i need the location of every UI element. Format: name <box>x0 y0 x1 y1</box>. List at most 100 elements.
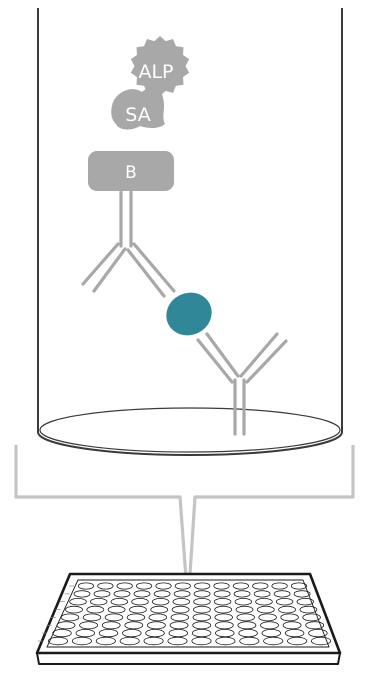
plate-well <box>79 621 98 630</box>
streptavidin: SA <box>111 87 165 130</box>
plate-well <box>192 621 212 630</box>
plate-well <box>143 636 164 646</box>
plate-well <box>124 621 144 630</box>
plate-well <box>260 621 279 630</box>
plate-well <box>73 590 91 598</box>
plate-well <box>146 621 166 630</box>
plate-well <box>122 628 142 638</box>
plate-well <box>273 590 291 598</box>
plate-well <box>237 621 257 630</box>
plate-top <box>35 572 342 655</box>
plate-well <box>52 628 72 638</box>
plate-well <box>155 582 172 590</box>
plate-well <box>258 613 277 622</box>
plate-well <box>287 636 308 646</box>
plate-well <box>192 605 211 614</box>
streptavidin-label: SA <box>125 104 150 126</box>
plate-well <box>215 628 235 638</box>
plate-well <box>232 582 249 590</box>
plate-well <box>98 628 119 638</box>
plate-side <box>36 652 341 665</box>
plate-well <box>151 598 170 606</box>
plate-well <box>126 613 146 622</box>
plate-well <box>150 605 169 614</box>
plate-well <box>113 590 131 598</box>
plate-well <box>193 590 211 598</box>
plate-well <box>284 628 305 638</box>
plate-well <box>116 582 133 590</box>
plate-well <box>296 598 315 606</box>
capture-antibody <box>196 332 288 436</box>
biotin: B <box>88 151 174 191</box>
plate-well <box>255 598 273 606</box>
plate-well <box>131 598 149 606</box>
plate-well <box>169 621 189 630</box>
plate-well <box>293 590 311 598</box>
plate-well <box>128 605 147 614</box>
biotin-box <box>88 151 174 191</box>
plate-well <box>77 582 95 590</box>
plate-well <box>119 636 140 646</box>
plate-well <box>235 605 254 614</box>
plate-well <box>302 613 321 622</box>
plate-well <box>71 636 92 646</box>
plate-well <box>93 590 111 598</box>
microplate <box>35 572 342 665</box>
plate-well <box>308 628 328 638</box>
plate-well <box>236 613 255 622</box>
plate-well <box>56 621 76 630</box>
plate-well <box>213 598 232 606</box>
plate-well <box>193 598 211 606</box>
plate-well <box>305 621 325 630</box>
plate-well <box>238 628 258 638</box>
plate-well <box>148 613 168 622</box>
plate-well <box>104 613 124 622</box>
plate-well <box>145 628 165 638</box>
plate-well <box>101 621 121 630</box>
plate-well <box>110 598 129 606</box>
plate-well <box>107 605 126 614</box>
plate-well <box>82 613 102 622</box>
plate-well <box>86 605 105 614</box>
plate-well <box>239 636 260 646</box>
well <box>37 8 343 456</box>
plate-well <box>214 605 233 614</box>
plate-well <box>95 636 116 646</box>
plate-well <box>89 598 108 606</box>
well-wall <box>37 8 343 456</box>
well-bottom-surface <box>39 407 341 453</box>
plate-well <box>192 613 212 622</box>
plate-well <box>168 628 189 638</box>
plate-well <box>310 636 331 646</box>
plate-well <box>278 605 297 614</box>
biotin-label: B <box>125 163 137 183</box>
plate-well <box>299 605 318 614</box>
plate-row-marks <box>37 585 74 642</box>
plate-well <box>171 605 190 614</box>
plate-well <box>263 636 284 646</box>
plate-well <box>153 590 171 598</box>
antigen <box>166 292 212 336</box>
plate-well <box>275 598 294 606</box>
detection-antibody <box>81 190 176 298</box>
plate-well <box>282 621 302 630</box>
plate-well <box>234 598 253 606</box>
plate-well <box>253 590 271 598</box>
plate-well <box>261 628 282 638</box>
plate-well <box>170 613 190 622</box>
plate-well <box>256 605 275 614</box>
plate-well <box>213 582 230 590</box>
plate-well <box>136 582 153 590</box>
plate-well <box>214 621 234 630</box>
plate-well <box>290 582 308 590</box>
plate-well <box>75 628 96 638</box>
plate-well <box>97 582 114 590</box>
alp-shape <box>130 36 190 96</box>
plate-well <box>271 582 288 590</box>
plate-well <box>167 636 188 646</box>
plate-well <box>173 590 191 598</box>
plate-well <box>213 590 231 598</box>
plate-well <box>60 613 80 622</box>
plate-wells <box>48 582 331 646</box>
plate-well <box>252 582 269 590</box>
